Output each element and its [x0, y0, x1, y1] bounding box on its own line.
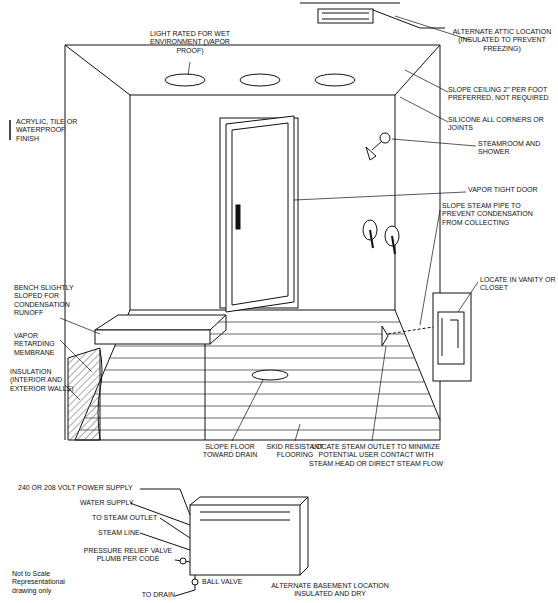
callout-label: ALTERNATE BASEMENT LOCATION INSULATED AN… — [255, 582, 405, 599]
callout-label: LOCATE STEAM OUTLET TO MINIMIZE POTENTIA… — [306, 443, 446, 468]
generator-piping — [442, 318, 458, 356]
callout-label: SLOPE FLOOR TOWARD DRAIN — [200, 443, 260, 460]
attic-roofline — [300, 3, 445, 28]
floor-drain — [252, 370, 288, 380]
ceiling-lights — [165, 74, 355, 86]
room-walls — [65, 45, 440, 440]
callout-label: STEAM LINE — [98, 529, 168, 537]
callout-label: BENCH SLIGHTLY SLOPED FOR CONDENSATION R… — [14, 284, 94, 318]
callout-label: PRESSURE RELIEF VALVE PLUMB PER CODE — [82, 547, 174, 564]
attic-unit — [300, 3, 445, 28]
callout-label: LIGHT RATED FOR WET ENVIRONMENT (VAPOR P… — [145, 30, 235, 55]
cabinet-vent — [200, 512, 290, 520]
callout-label: ACRYLIC, TILE OR WATERPROOF FINISH — [16, 118, 88, 143]
outlet-line — [160, 518, 190, 538]
callout-label: LOCATE IN VANITY OR CLOSET — [480, 276, 556, 293]
ceiling-corner — [65, 45, 440, 95]
vanity-closet — [433, 293, 471, 381]
shower-head — [366, 147, 376, 160]
steam-outlet — [382, 326, 433, 346]
basement-generator — [130, 489, 308, 596]
floor-edge — [75, 440, 440, 441]
steam-head — [382, 326, 388, 346]
callout-label: VAPOR TIGHT DOOR — [468, 186, 556, 194]
bench — [68, 315, 226, 440]
generator-cabinet — [190, 505, 300, 575]
door-glass — [232, 123, 288, 305]
vapor-proof-light — [315, 74, 355, 86]
callout-label: VAPOR RETARDING MEMBRANE — [14, 332, 76, 357]
callout-label: Not to Scale Representational drawing on… — [12, 570, 78, 595]
callout-label: SLOPE CEILING 2" PER FOOT PREFERRED, NOT… — [448, 86, 556, 103]
front-frame — [65, 45, 440, 440]
callout-label: SLOPE STEAM PIPE TO PREVENT CONDENSATION… — [442, 202, 554, 227]
door-leaf — [226, 116, 294, 312]
callout-label: TO STEAM OUTLET — [92, 514, 172, 522]
vapor-membrane — [98, 350, 102, 440]
door-handle — [236, 205, 240, 229]
callout-label: ALTERNATE ATTIC LOCATION (INSULATED TO P… — [448, 28, 556, 53]
valve-handle — [370, 230, 395, 254]
callout-label: SILICONE ALL CORNERS OR JOINTS — [448, 116, 556, 133]
vanity-generator — [438, 312, 464, 364]
callout-label: 240 OR 208 VOLT POWER SUPPLY — [18, 484, 142, 492]
attic-generator-detail — [322, 13, 369, 19]
leader-line — [60, 16, 478, 441]
insulation-cutaway — [68, 348, 100, 440]
callout-label: BALL VALVE — [202, 578, 262, 586]
vapor-proof-light — [165, 74, 205, 86]
skid-resistant-floor — [79, 322, 440, 430]
power-line — [140, 489, 190, 515]
relief-valve — [180, 558, 186, 564]
bench-top — [95, 315, 226, 330]
attic-generator — [318, 9, 373, 23]
vapor-tight-door — [220, 116, 298, 312]
vapor-proof-light — [240, 74, 280, 86]
ball-valve — [192, 579, 198, 585]
bench-support — [205, 315, 226, 440]
bench-front — [95, 330, 210, 344]
shower-fixtures — [363, 133, 399, 254]
callout-label: INSULATION (INTERIOR AND EXTERIOR WALLS) — [10, 368, 80, 393]
vanity-cabinet — [433, 293, 471, 381]
steam-pipe — [388, 327, 433, 334]
callout-label: STEAMROOM AND SHOWER — [478, 140, 556, 157]
finish-marker — [9, 120, 11, 140]
callout-label: WATER SUPPLY — [80, 499, 160, 507]
cabinet-depth — [190, 497, 308, 575]
shower-arm — [372, 141, 382, 150]
callout-label: TO DRAIN — [130, 591, 175, 599]
drain-line — [175, 575, 195, 596]
floor-corner — [75, 310, 440, 440]
